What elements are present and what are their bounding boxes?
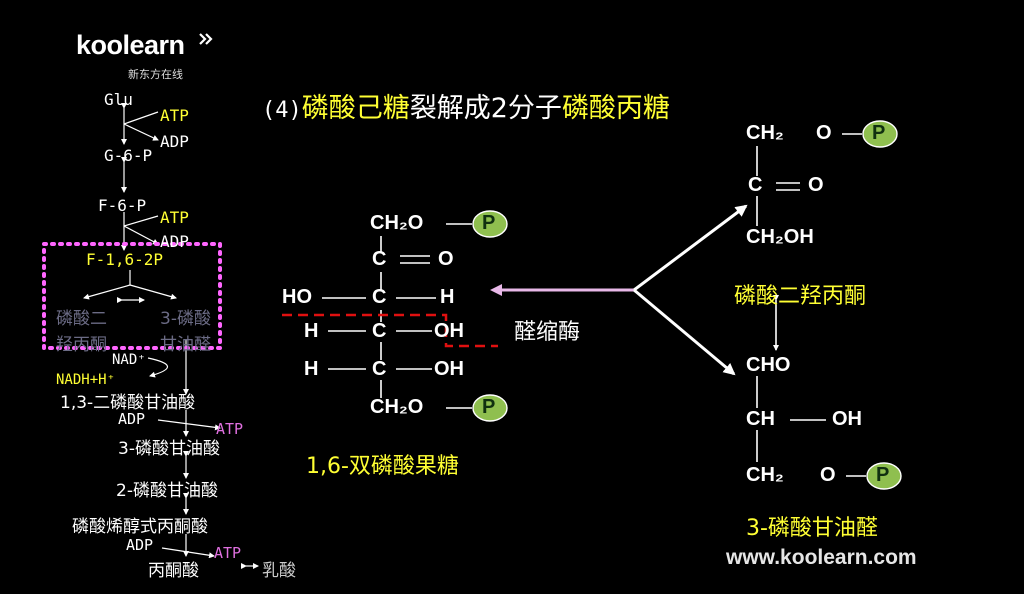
pathway-f6p: F-6-P xyxy=(98,196,147,215)
pathway-3pg: 3-磷酸甘油酸 xyxy=(118,439,220,459)
fructose-row-5-oh: OH xyxy=(434,358,464,380)
logo-text: koolearn xyxy=(76,30,185,60)
pathway-nadh: NADH+H⁺ xyxy=(56,372,116,388)
pathway-g6p: G-6-P xyxy=(104,146,153,165)
title-part-1: 磷酸己糖 xyxy=(301,93,410,124)
title-number: (4) xyxy=(262,98,302,123)
dhap-row-1: CH₂ xyxy=(746,122,784,144)
pathway-lactate: 乳酸 xyxy=(262,561,296,581)
pathway-atp-1: ATP xyxy=(160,106,189,125)
dotted-highlight-box xyxy=(42,242,222,350)
title-part-2: 裂解成2分子 xyxy=(409,93,562,124)
pathway-2pg: 2-磷酸甘油酸 xyxy=(116,481,218,501)
pathway-atp-4: ATP xyxy=(214,544,242,562)
fructose-name: 1,6-双磷酸果糖 xyxy=(306,454,459,479)
logo-subtitle: 新东方在线 xyxy=(128,68,183,81)
pathway-dhap-line1: 磷酸二 xyxy=(56,309,107,329)
pathway-adp-4: ADP xyxy=(126,536,154,554)
fructose-bonds xyxy=(322,223,472,409)
fructose-row-5-c: C xyxy=(372,358,387,380)
pathway-bpg: 1,3-二磷酸甘油酸 xyxy=(60,393,196,413)
fructose-row-3-h: H xyxy=(440,286,455,308)
gap-name: 3-磷酸甘油醛 xyxy=(746,516,878,541)
pathway-f16p: F-1,6-2P xyxy=(86,250,164,269)
fructose-row-4-h: H xyxy=(304,320,319,342)
gap-row-3: CH₂ xyxy=(746,464,784,486)
phosphate-circles xyxy=(472,120,902,490)
dhap-row-3: CH₂OH xyxy=(746,226,814,248)
pathway-dhap-line2: 羟丙酮 xyxy=(56,335,107,355)
page-title: (4)磷酸己糖裂解成2分子磷酸丙糖 xyxy=(262,86,670,125)
pathway-atp-2: ATP xyxy=(160,208,189,227)
dhap-bonds xyxy=(756,133,862,226)
pathway-adp-1: ADP xyxy=(160,132,189,151)
footer-url: www.koolearn.com xyxy=(726,546,917,569)
pathway-nad: NAD⁺ xyxy=(112,352,146,368)
gap-row-3-o: O xyxy=(820,464,836,486)
dhap-row-2-o: O xyxy=(808,174,824,196)
gap-row-1: CHO xyxy=(746,354,791,376)
pathway-arrows xyxy=(83,103,259,569)
pathway-g3p-line2: 甘油醛 xyxy=(160,335,211,355)
fructose-row-3-ho: HO xyxy=(282,286,312,308)
dhap-name: 磷酸二羟丙酮 xyxy=(734,284,867,309)
pathway-glu: Glu xyxy=(104,90,133,109)
gap-row-2-oh: OH xyxy=(832,408,862,430)
fructose-row-1: CH₂O xyxy=(370,212,424,234)
cleavage-line xyxy=(282,313,498,348)
enzyme-label: 醛缩酶 xyxy=(514,320,581,345)
gap-bonds xyxy=(756,376,866,477)
fructose-row-3-c: C xyxy=(372,286,387,308)
pathway-g3p-line1: 3-磷酸 xyxy=(160,309,211,329)
arrow-to-gap xyxy=(633,288,736,376)
fructose-row-2-o: O xyxy=(438,248,454,270)
fructose-row-2-c: C xyxy=(372,248,387,270)
pathway-pyruvate: 丙酮酸 xyxy=(148,561,199,581)
logo-chevron-icon xyxy=(199,33,213,45)
dhap-row-2-c: C xyxy=(748,174,763,196)
title-part-3: 磷酸丙糖 xyxy=(561,93,670,124)
pathway-adp-2: ADP xyxy=(160,232,189,251)
pathway-adp-3: ADP xyxy=(118,410,146,428)
pathway-pep: 磷酸烯醇式丙酮酸 xyxy=(72,517,208,537)
dhap-row-1-o: O xyxy=(816,122,832,144)
gap-row-2: CH xyxy=(746,408,775,430)
fructose-row-4-c: C xyxy=(372,320,387,342)
gap-phosphate: P xyxy=(876,464,890,486)
fructose-row-4-oh: OH xyxy=(434,320,464,342)
arrow-to-dhap xyxy=(633,204,748,292)
fructose-row-6: CH₂O xyxy=(370,396,424,418)
fructose-row-5-h: H xyxy=(304,358,319,380)
pathway-atp-3: ATP xyxy=(216,420,244,438)
dhap-phosphate: P xyxy=(872,122,886,144)
fructose-phosphate-1: P xyxy=(482,212,496,234)
fructose-phosphate-2: P xyxy=(482,396,496,418)
